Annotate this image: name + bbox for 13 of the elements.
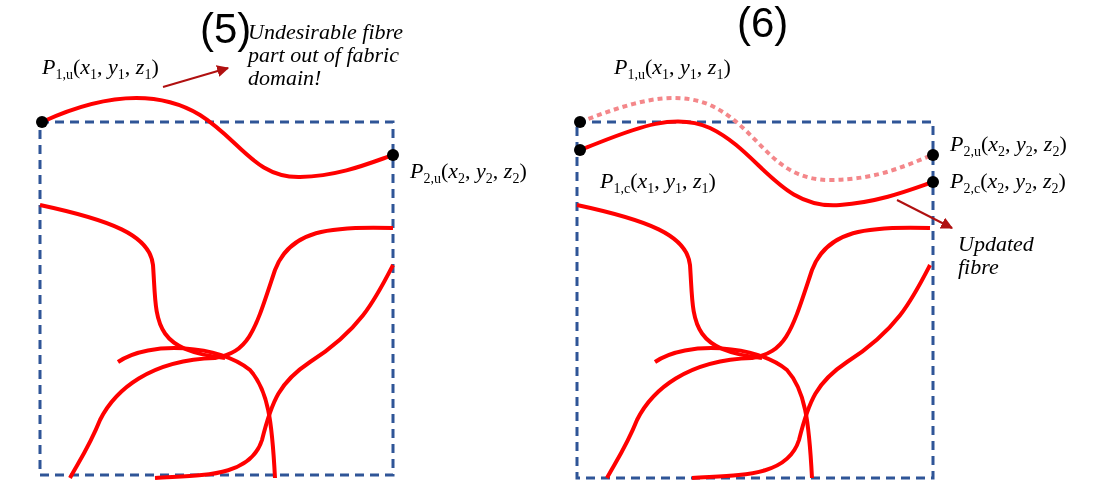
arrow	[162, 65, 230, 88]
fibre-curve	[574, 119, 939, 207]
point-label: P$_{2,u}$(x$_{2}$, y$_{2}$, z$_{2}$)	[410, 160, 527, 187]
annotation-text: Updated fibre	[958, 232, 1078, 279]
point-label: P$_{1,c}$(x$_{1}$, y$_{1}$, z$_{1}$)	[600, 170, 716, 197]
annotation-text: Undesirable fibre part out of fabric domain!	[248, 20, 438, 90]
point-label: P$_{2,c}$(x$_{2}$, y$_{2}$, z$_{2}$)	[950, 170, 1066, 197]
fibre-curve	[36, 96, 399, 179]
panel-number: (6)	[737, 2, 789, 44]
point-label: P$_{2,u}$(x$_{2}$, y$_{2}$, z$_{2}$)	[950, 133, 1067, 160]
arrow	[896, 199, 954, 229]
point-label: P$_{1,u}$(x$_{1}$, y$_{1}$, z$_{1}$)	[614, 56, 731, 83]
point-label: P$_{1,u}$(x$_{1}$, y$_{1}$, z$_{1}$)	[42, 56, 159, 83]
